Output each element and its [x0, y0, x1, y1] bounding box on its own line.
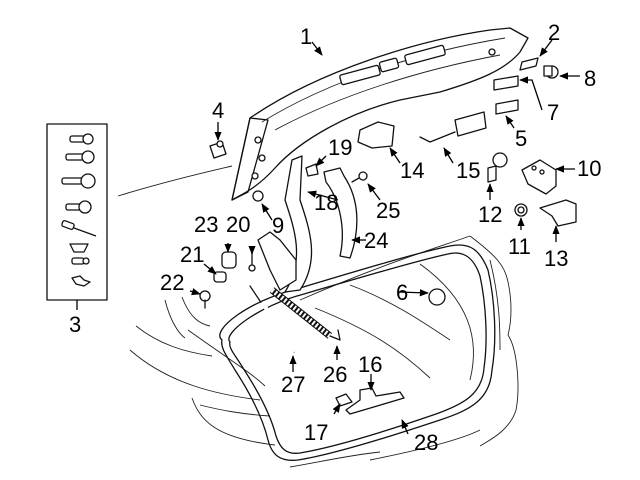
- part-hinge-arm: [284, 155, 313, 293]
- callout-4: 4: [212, 98, 224, 123]
- part-bracket: [493, 75, 519, 91]
- callout-16: 16: [358, 352, 382, 377]
- part-trunk-lid: [231, 27, 529, 201]
- callout-7: 7: [547, 100, 559, 125]
- part-weatherstrip: [219, 244, 496, 461]
- part-latch-cover: [539, 199, 577, 227]
- callout-25: 25: [376, 198, 400, 223]
- callout-19: 19: [328, 135, 352, 160]
- callout-14: 14: [400, 158, 424, 183]
- callout-27: 27: [281, 372, 305, 397]
- part-push-pin: [199, 290, 211, 309]
- callout-8: 8: [584, 66, 596, 91]
- callout-3: 3: [69, 312, 81, 337]
- part-retainer: [305, 163, 319, 177]
- callout-labels: 1 2 3 4 5 6 7 8 9 10 11 12 13 14 15 16 1…: [69, 20, 601, 455]
- callout-28: 28: [414, 430, 438, 455]
- part-bolt: [248, 251, 256, 272]
- part-striker-cover: [335, 393, 353, 407]
- callout-1: 1: [300, 24, 312, 49]
- part-handle-housing: [357, 121, 395, 149]
- callout-18: 18: [314, 190, 338, 215]
- callout-9: 9: [272, 213, 284, 238]
- callout-10: 10: [577, 156, 601, 181]
- part-nut: [514, 203, 528, 217]
- callout-15: 15: [456, 158, 480, 183]
- part-screw: [351, 171, 368, 183]
- part-fastener-kit: [46, 123, 108, 310]
- leader-lines: [189, 39, 580, 435]
- part-grommet: [543, 65, 559, 79]
- part-spring: [221, 251, 237, 269]
- part-bumper: [428, 288, 446, 306]
- callout-24: 24: [364, 228, 388, 253]
- callout-26: 26: [323, 362, 347, 387]
- part-actuator-switch: [487, 152, 508, 183]
- part-bushing: [213, 271, 227, 283]
- callout-12: 12: [478, 202, 502, 227]
- callout-11: 11: [508, 234, 531, 259]
- part-striker: [345, 387, 405, 415]
- callout-5: 5: [515, 126, 527, 151]
- callout-20: 20: [226, 212, 250, 237]
- callout-13: 13: [544, 246, 568, 271]
- callout-2: 2: [548, 20, 560, 45]
- part-latch: [521, 159, 557, 195]
- part-clip: [252, 190, 264, 202]
- part-cover: [495, 99, 519, 115]
- callout-23: 23: [194, 212, 218, 237]
- part-bumper-pad: [519, 57, 539, 71]
- callout-17: 17: [304, 420, 328, 445]
- vehicle-body-outline: [117, 165, 519, 468]
- part-lift-support: [249, 285, 296, 354]
- part-torsion-rod: [269, 287, 341, 341]
- part-bumper-stop: [209, 140, 227, 159]
- callout-6: 6: [396, 280, 408, 305]
- part-hinge-bracket: [257, 231, 297, 291]
- callout-21: 21: [180, 242, 204, 267]
- part-release-handle: [419, 111, 487, 143]
- callout-22: 22: [160, 270, 184, 295]
